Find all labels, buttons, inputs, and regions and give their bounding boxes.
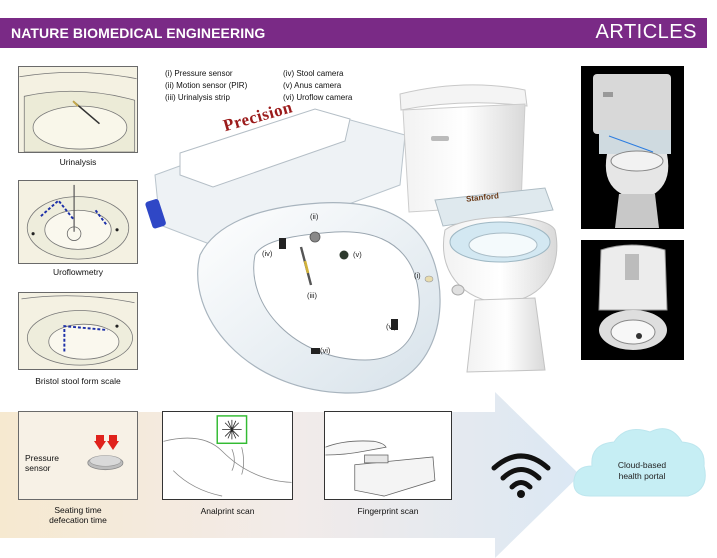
bristol-caption: Bristol stool form scale: [35, 376, 121, 386]
legend-uroflow-camera: (vi) Uroflow camera: [283, 93, 353, 102]
uroflowmetry-panel: [18, 180, 138, 264]
legend-anus-camera: (v) Anus camera: [283, 81, 342, 90]
toilet-photo-installed: [581, 66, 684, 229]
journal-name: NATURE BIOMEDICAL ENGINEERING: [11, 25, 266, 41]
seating-time-caption: Seating time defecation time: [49, 505, 107, 525]
analprint-scan-panel: [162, 411, 293, 500]
legend-stool-camera: (iv) Stool camera: [283, 69, 344, 78]
seat-label-ii: (ii): [310, 212, 319, 221]
toilet-photo-open-lid: [581, 240, 684, 360]
pressure-sensor-panel: [18, 411, 138, 500]
uroflowmetry-illustration: [26, 184, 130, 260]
urinalysis-panel: [18, 66, 138, 153]
bristol-stool-illustration: [21, 295, 135, 366]
bristol-stool-panel: [18, 292, 138, 370]
seat-label-vi-bottom: (vi): [320, 346, 331, 355]
cloud-portal-label: Cloud-based health portal: [617, 460, 667, 481]
urinalysis-caption: Urinalysis: [59, 157, 97, 167]
legend-pressure-sensor: (i) Pressure sensor: [165, 69, 233, 78]
legend-urinalysis-strip: (iii) Urinalysis strip: [165, 93, 230, 102]
urinalysis-illustration: [19, 71, 137, 152]
stanford-toilet-illustration: [399, 84, 558, 373]
seat-label-v: (v): [353, 250, 362, 259]
down-arrow-icon: [94, 435, 119, 450]
section-label: ARTICLES: [595, 21, 697, 43]
pressure-sensor-label: Pressure sensor: [25, 453, 60, 473]
analprint-caption: Analprint scan: [200, 506, 255, 516]
fingerprint-caption: Fingerprint scan: [357, 506, 419, 516]
pressure-pad-illustration: [87, 455, 124, 471]
precision-seat-illustration: [145, 108, 441, 394]
seat-label-vi-right: (vi): [386, 322, 397, 331]
fingerprint-scan-panel: [324, 411, 452, 500]
seat-label-iii: (iii): [307, 291, 317, 300]
seat-label-i: (i): [414, 271, 421, 280]
legend-motion-sensor: (ii) Motion sensor (PIR): [165, 81, 248, 90]
uroflowmetry-caption: Uroflowmetry: [52, 267, 104, 277]
cloud-icon: [573, 428, 706, 497]
wifi-icon: [491, 453, 551, 498]
journal-header: NATURE BIOMEDICAL ENGINEERING ARTICLES: [0, 18, 707, 48]
seat-label-iv: (iv): [262, 249, 273, 258]
